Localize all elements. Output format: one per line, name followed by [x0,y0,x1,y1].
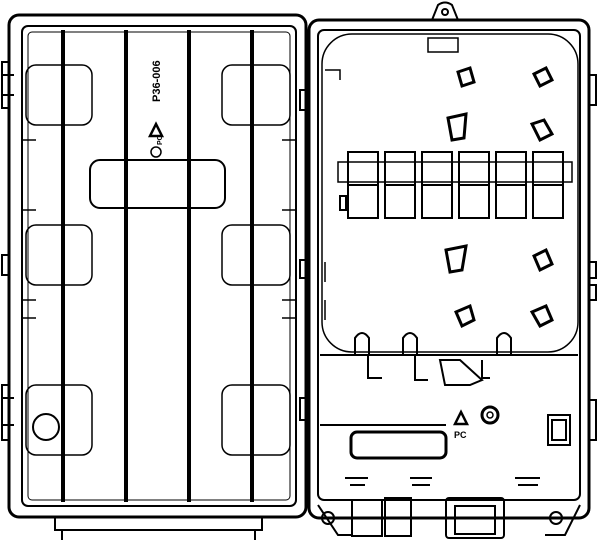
mount-hole [321,511,335,525]
screw-boss [480,405,500,425]
adapter [347,151,379,219]
fiber-guides [444,65,555,329]
mount-hole [549,511,563,525]
base-panel: PC [307,1,597,539]
hole-icon [32,413,60,441]
part-number-label: P36-006 [151,60,163,102]
adapter [421,151,453,219]
hanger-tab [431,1,459,21]
cable-ports [348,497,505,539]
recycle-icon: PC [147,121,165,145]
adapter-row [337,151,573,219]
adapter [384,151,416,219]
adapter [532,151,564,219]
adapter [495,151,527,219]
label-area [349,430,448,460]
svg-text:PC: PC [454,430,467,440]
latch [1,61,14,109]
svg-text:PC: PC [157,135,164,145]
lid-panel: P36-006 PC [1,13,308,540]
adapter [458,151,490,219]
latch [1,384,14,441]
recycle-icon: PC [452,409,470,440]
